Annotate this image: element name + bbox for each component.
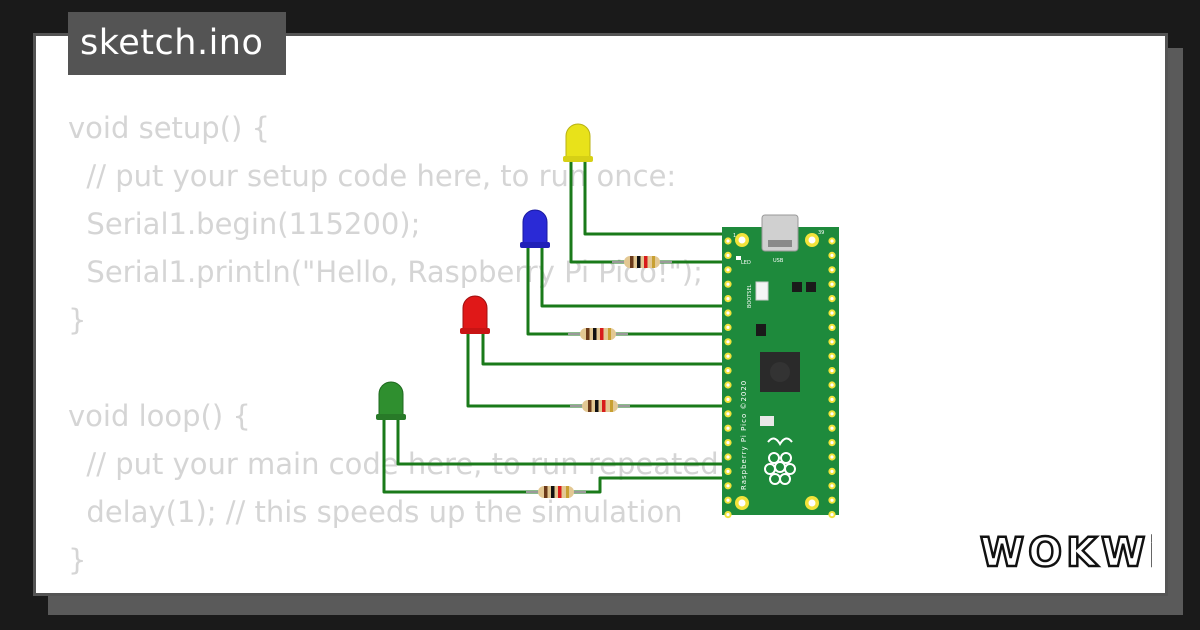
gpio-pin-hole (726, 469, 730, 473)
silkscreen-label: Raspberry Pi Pico ©2020 (740, 380, 748, 490)
code-line: Serial1.begin(115200); (68, 207, 421, 241)
gpio-pin-hole (726, 383, 730, 387)
pico-board[interactable]: Raspberry Pi Pico ©2020 BOOTSEL LED USB … (722, 214, 839, 519)
led-yellow[interactable] (563, 123, 593, 162)
gpio-pin-hole (726, 513, 730, 517)
gpio-pin-hole (830, 311, 834, 315)
gpio-pin-hole (726, 311, 730, 315)
gpio-pin-hole (830, 455, 834, 459)
resistor[interactable] (525, 485, 587, 499)
gpio-pin-hole (830, 397, 834, 401)
gpio-pin-hole (830, 268, 834, 272)
wire-red-anode[interactable] (481, 332, 722, 366)
code-editor[interactable]: void setup() { // put your setup code he… (68, 104, 748, 584)
code-line: delay(1); // this speeds up the simulati… (68, 495, 683, 529)
gpio-pin-hole (830, 354, 834, 358)
file-tab-label: sketch.ino (80, 23, 264, 63)
code-line: void setup() { (68, 111, 270, 145)
usb-label: USB (773, 258, 784, 264)
gpio-pin-hole (830, 253, 834, 257)
file-tab[interactable]: sketch.ino (68, 12, 286, 75)
pin39-label: 39 (818, 230, 824, 236)
gpio-pin-hole (726, 297, 730, 301)
resistor[interactable] (567, 327, 629, 341)
gpio-pin-hole (726, 354, 730, 358)
gpio-pin-hole (830, 426, 834, 430)
led-label: LED (741, 260, 751, 266)
wire-red-cathode[interactable] (466, 332, 722, 408)
led-green[interactable] (376, 381, 406, 420)
wokwi-logo-text: WOKWi (980, 530, 1152, 576)
wire-yellow-cathode[interactable] (569, 160, 722, 264)
led-blue[interactable] (520, 209, 550, 248)
code-line: } (68, 303, 87, 337)
wire-yellow-anode[interactable] (583, 160, 722, 236)
code-line: // put your setup code here, to run once… (68, 159, 677, 193)
gpio-pin-hole (830, 484, 834, 488)
led-red[interactable] (460, 295, 490, 334)
gpio-pin-hole (830, 239, 834, 243)
gpio-pin-hole (726, 397, 730, 401)
bootsel-label: BOOTSEL (747, 284, 753, 308)
gpio-pin-hole (830, 282, 834, 286)
gpio-pin-hole (726, 412, 730, 416)
gpio-pin-hole (830, 297, 834, 301)
wires (382, 160, 722, 494)
pin1-label: 1 (733, 233, 736, 239)
wokwi-logo: WOKWi (979, 529, 1152, 578)
gpio-pin-hole (830, 441, 834, 445)
resistor[interactable] (569, 399, 631, 413)
gpio-pin-hole (726, 369, 730, 373)
gpio-pin-hole (726, 441, 730, 445)
gpio-pin-hole (830, 498, 834, 502)
gpio-pin-hole (726, 426, 730, 430)
gpio-pin-hole (726, 498, 730, 502)
gpio-pin-hole (830, 383, 834, 387)
gpio-pin-hole (726, 239, 730, 243)
gpio-pins-left (724, 237, 732, 519)
raspberry-icon (764, 437, 796, 485)
gpio-pin-hole (726, 253, 730, 257)
gpio-pin-hole (726, 282, 730, 286)
gpio-pin-hole (830, 513, 834, 517)
gpio-pins-right (828, 237, 836, 519)
resistor[interactable] (611, 255, 673, 269)
code-line: void loop() { (68, 399, 251, 433)
gpio-pin-hole (726, 325, 730, 329)
wire-green-anode[interactable] (396, 418, 722, 466)
preview-card (33, 33, 1168, 596)
gpio-pin-hole (726, 268, 730, 272)
gpio-pin-hole (830, 412, 834, 416)
code-line: } (68, 543, 87, 577)
gpio-pin-hole (830, 340, 834, 344)
gpio-pin-hole (830, 369, 834, 373)
gpio-pin-hole (726, 455, 730, 459)
bootsel-button (755, 281, 769, 301)
gpio-pin-hole (830, 469, 834, 473)
gpio-pin-hole (726, 484, 730, 488)
wire-blue-anode[interactable] (540, 245, 722, 308)
wire-green-cathode[interactable] (382, 418, 722, 494)
wire-blue-cathode[interactable] (526, 245, 722, 336)
gpio-pin-hole (830, 325, 834, 329)
gpio-pin-hole (726, 340, 730, 344)
